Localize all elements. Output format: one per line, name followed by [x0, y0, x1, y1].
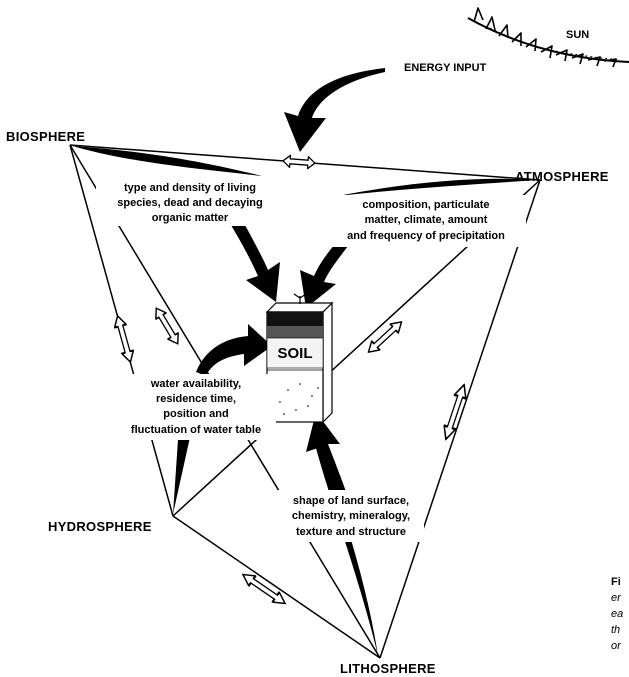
- biosphere-factor-line: type and density of living: [124, 182, 256, 194]
- energy-input-label: ENERGY INPUT: [404, 62, 487, 74]
- atmosphere-factor-line: and frequency of precipitation: [347, 230, 505, 242]
- caption-line: ea: [611, 608, 623, 620]
- biosphere-label: BIOSPHERE: [6, 129, 85, 144]
- double-arrow-icon: [281, 154, 317, 170]
- double-arrow-icon: [238, 568, 290, 610]
- biosphere-factors: type and density of living species, dead…: [96, 178, 281, 226]
- hydrosphere-factor-line: fluctuation of water table: [131, 424, 261, 436]
- sun-graphic: [467, 7, 629, 68]
- sun-label: SUN: [566, 29, 589, 41]
- caption-line: th: [611, 624, 620, 636]
- biosphere-factor-line: organic matter: [152, 212, 229, 224]
- soil-label: SOIL: [277, 345, 312, 362]
- hydrosphere-factor-line: residence time,: [156, 393, 236, 405]
- lithosphere-label: LITHOSPHERE: [340, 661, 436, 676]
- hydrosphere-arrow: [196, 324, 272, 376]
- double-arrow-icon: [150, 304, 184, 348]
- lithosphere-factor-line: shape of land surface,: [293, 495, 409, 507]
- double-arrow-icon: [110, 313, 138, 365]
- caption-line: er: [611, 592, 622, 604]
- energy-input-arrow: [284, 68, 385, 152]
- biosphere-arrow: [228, 212, 280, 302]
- hydrosphere-factor-line: water availability,: [150, 378, 241, 390]
- lithosphere-factor-line: texture and structure: [296, 526, 406, 538]
- atmosphere-factor-line: matter, climate, amount: [365, 214, 488, 226]
- figure-caption: Fi er ea th or: [611, 576, 623, 652]
- atmosphere-arrow: [300, 238, 348, 308]
- hydrosphere-factor-line: position and: [163, 408, 228, 420]
- atmosphere-factors: composition, particulate matter, climate…: [326, 195, 526, 247]
- soil-block: [265, 293, 334, 424]
- biosphere-factor-line: species, dead and decaying: [117, 197, 263, 209]
- double-arrow-icon: [363, 316, 407, 358]
- caption-bold: Fi: [611, 576, 621, 588]
- atmosphere-factor-line: composition, particulate: [362, 199, 489, 211]
- lithosphere-factor-line: chemistry, mineralogy,: [292, 510, 410, 522]
- hydrosphere-label: HYDROSPHERE: [48, 519, 152, 534]
- atmosphere-label: ATMOSPHERE: [515, 169, 609, 184]
- caption-line: or: [611, 640, 622, 652]
- lithosphere-factors: shape of land surface, chemistry, minera…: [278, 490, 424, 542]
- hydrosphere-factors: water availability, residence time, posi…: [112, 374, 276, 440]
